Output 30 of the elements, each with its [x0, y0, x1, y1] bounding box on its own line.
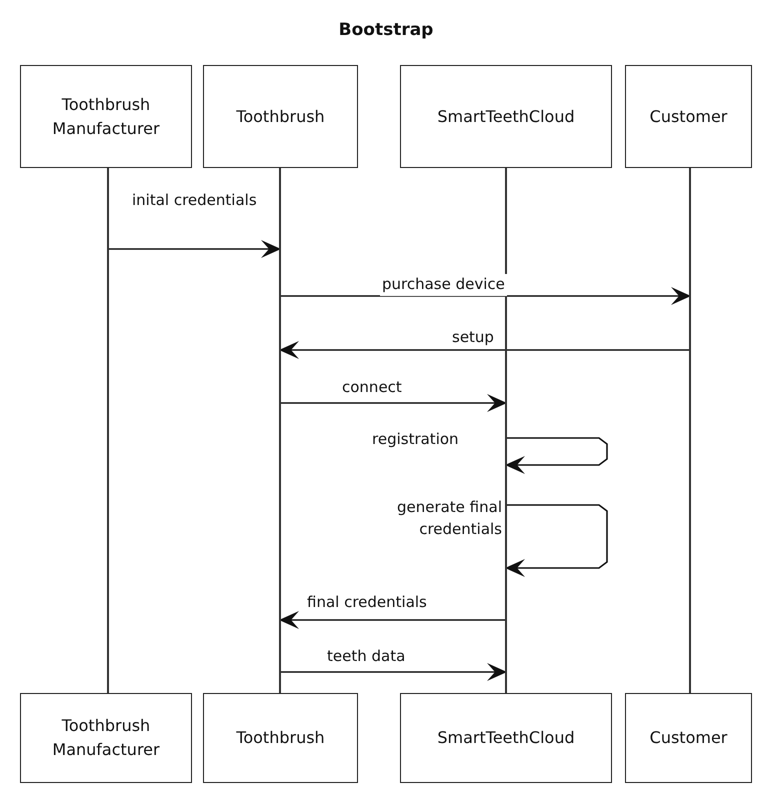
diagram-title: Bootstrap	[338, 20, 434, 40]
participant-name: SmartTeethCloud	[436, 727, 576, 749]
arrow	[505, 437, 608, 474]
participant-name: Toothbrush Manufacturer	[51, 94, 161, 140]
lifeline	[279, 168, 281, 693]
arrow	[281, 287, 691, 305]
lifeline	[107, 168, 109, 693]
participant-box	[400, 65, 612, 168]
participant-name: SmartTeethCloud	[436, 106, 576, 128]
participant-box	[20, 65, 192, 168]
participant-box	[20, 693, 192, 783]
participant-name: Toothbrush Manufacturer	[51, 715, 161, 761]
arrow	[279, 611, 505, 629]
participant-box	[203, 65, 358, 168]
participant-box	[400, 693, 612, 783]
lifeline	[689, 168, 691, 693]
participant-box	[203, 693, 358, 783]
participant-box	[625, 693, 752, 783]
arrow	[109, 240, 281, 258]
arrow	[505, 504, 608, 577]
arrow	[281, 663, 507, 681]
lifeline	[505, 168, 507, 693]
arrow	[281, 394, 507, 412]
participant-box	[625, 65, 752, 168]
edge-label: purchase device	[380, 274, 507, 296]
arrow	[279, 341, 689, 359]
participant-name: Toothbrush	[235, 106, 326, 128]
participant-name: Customer	[648, 727, 728, 749]
participant-name: Customer	[648, 106, 728, 128]
participant-name: Toothbrush	[235, 727, 326, 749]
